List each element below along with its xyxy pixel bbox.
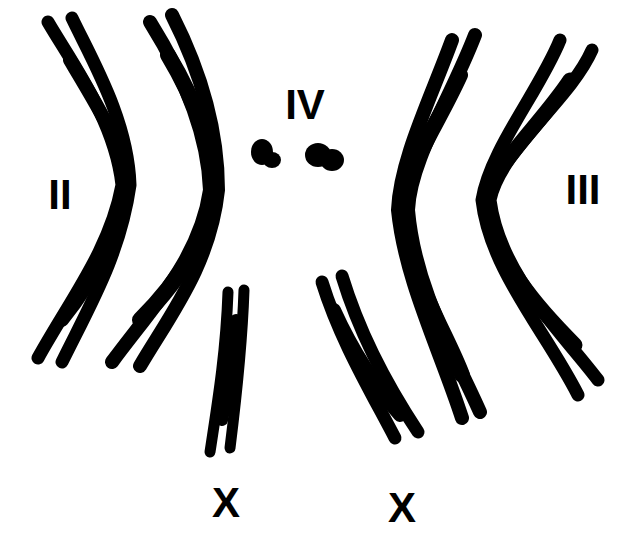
chromosome-iii: [398, 35, 480, 418]
chromosome-x: [322, 276, 418, 438]
chromosome-label: X: [212, 482, 240, 524]
chromosome-label: IV: [285, 84, 325, 126]
chromosome-ii: [38, 18, 130, 362]
chromosome-ii: [112, 15, 218, 366]
chromosome-iii: [482, 40, 598, 395]
chromosome-x: [210, 290, 244, 452]
chromosome-label: X: [388, 487, 416, 529]
chromosome-label: III: [565, 169, 600, 211]
chromosome-label: II: [48, 174, 71, 216]
chromosome-iv: [251, 139, 344, 171]
